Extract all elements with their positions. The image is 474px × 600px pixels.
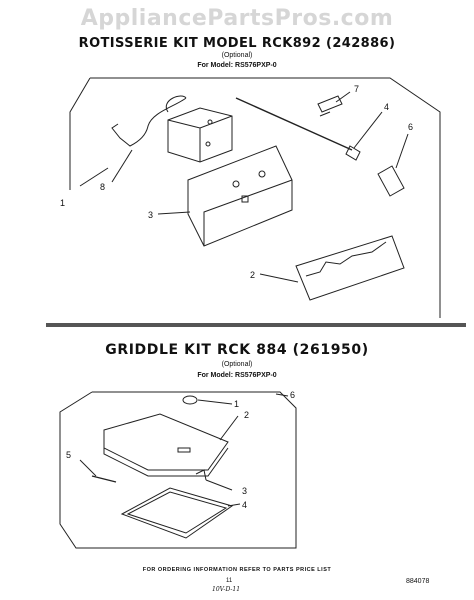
power-cord xyxy=(111,95,187,147)
griddle-callout-4: 4 xyxy=(242,500,247,510)
griddle-kit-subtitle: (Optional) xyxy=(221,361,253,368)
oven-outline-top xyxy=(90,77,441,318)
motor xyxy=(167,107,233,163)
griddle-callout-3: 3 xyxy=(242,486,247,496)
callout-1: 1 xyxy=(60,198,65,208)
handle xyxy=(377,165,405,197)
griddle-plate xyxy=(103,413,229,471)
griddle-callout-2: 2 xyxy=(244,410,249,420)
rotisserie-kit-title: ROTISSERIE KIT MODEL RCK892 (242886) xyxy=(78,36,396,51)
callout-6: 6 xyxy=(408,122,413,132)
callout-8: 8 xyxy=(100,182,105,192)
griddle-probe xyxy=(91,475,117,483)
page-number: 11 xyxy=(226,578,233,584)
griddle-kit-title: GRIDDLE KIT RCK 884 (261950) xyxy=(105,342,369,358)
callout-3: 3 xyxy=(148,210,153,220)
griddle-kit-model: For Model: RS576PXP-0 xyxy=(197,372,277,379)
callout-4: 4 xyxy=(384,102,389,112)
spit-rod xyxy=(235,97,353,151)
rotisserie-diagram xyxy=(69,77,441,318)
callout-7: 7 xyxy=(354,84,359,94)
griddle-clip xyxy=(195,469,207,481)
drip-tray xyxy=(120,487,234,539)
motor-bracket xyxy=(187,145,293,247)
document-number: 884078 xyxy=(406,578,430,585)
handwritten-note: 10V-D-11 xyxy=(212,586,241,593)
rotisserie-kit-subtitle: (Optional) xyxy=(221,52,253,59)
fork xyxy=(317,95,343,117)
griddle-knob xyxy=(182,395,198,405)
rotisserie-kit-model: For Model: RS576PXP-0 xyxy=(197,62,277,69)
callout-2: 2 xyxy=(250,270,255,280)
oven-outline-left xyxy=(69,77,91,190)
griddle-callout-5: 5 xyxy=(66,450,71,460)
watermark: AppliancePartsPros.com xyxy=(80,6,394,31)
griddle-diagram xyxy=(59,391,297,549)
spit-support xyxy=(295,235,405,301)
griddle-callout-6: 6 xyxy=(290,390,295,400)
griddle-callout-1: 1 xyxy=(234,399,239,409)
section-divider xyxy=(46,323,466,327)
ordering-note: FOR ORDERING INFORMATION REFER TO PARTS … xyxy=(142,567,332,573)
